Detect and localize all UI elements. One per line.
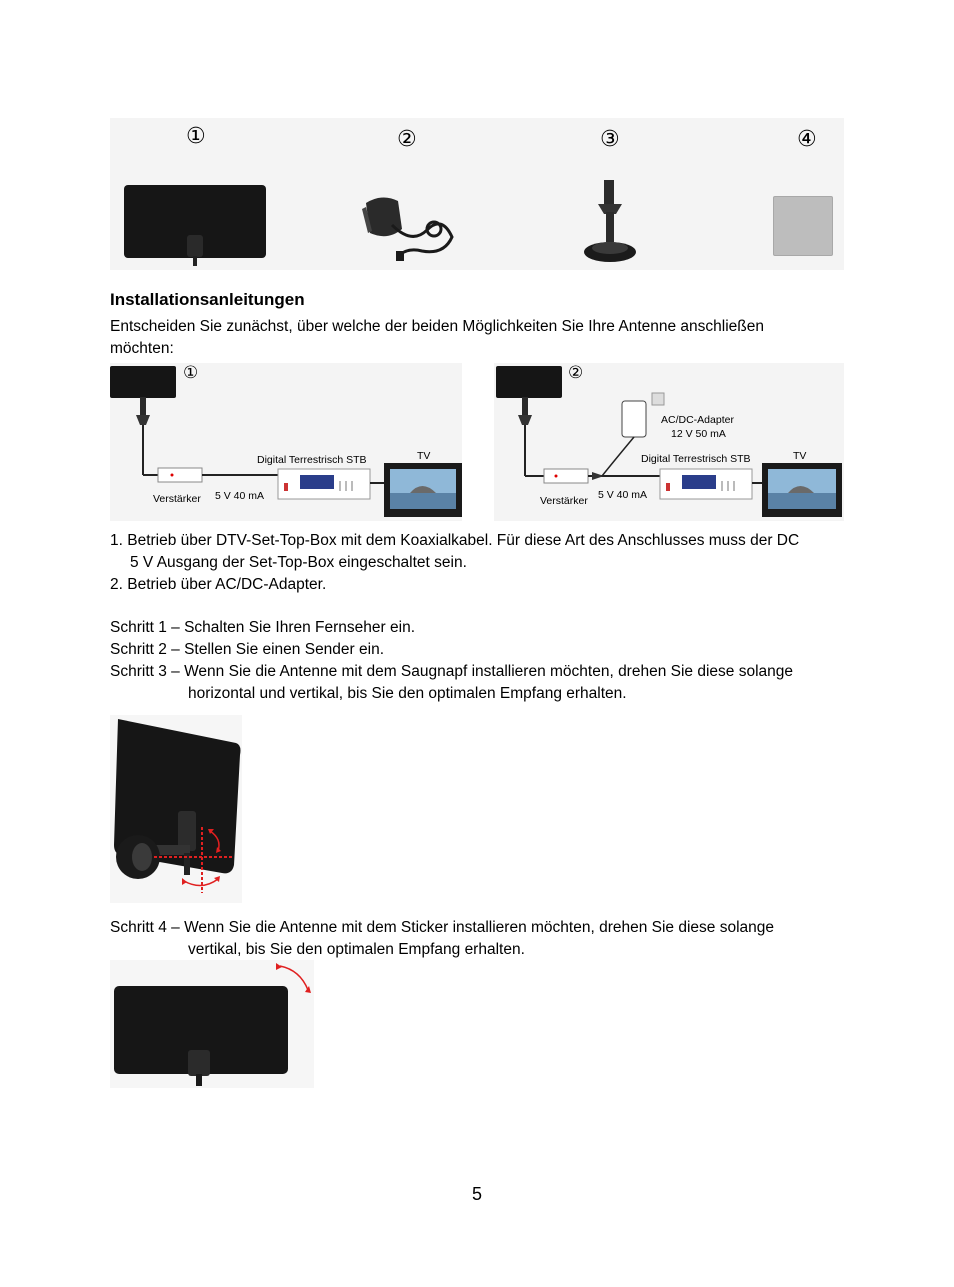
page-number: 5: [471, 1184, 482, 1204]
diagram-2-adapter-label-2: 12 V 50 mA: [671, 428, 726, 440]
power-adapter-image: [362, 197, 454, 261]
intro-line-1: Entscheiden Sie zunächst, über welche de…: [110, 318, 764, 335]
diagram-1-marker: ①: [183, 363, 199, 383]
suction-stand-image: [584, 180, 636, 262]
step-3-line-1: Schritt 3 – Wenn Sie die Antenne mit dem…: [110, 663, 793, 680]
step-4-line-2: vertikal, bis Sie den optimalen Empfang …: [188, 941, 525, 958]
diagram-1-wiring: [110, 366, 462, 517]
step-1: Schritt 1 – Schalten Sie Ihren Fernseher…: [110, 619, 415, 636]
marker-1: ①: [186, 124, 206, 149]
antenna-amplifier-nub: [187, 235, 203, 257]
diagram-2-wiring: [496, 366, 842, 517]
diagram-2-marker: ②: [568, 363, 584, 383]
diagram-2-amp-label: Verstärker: [540, 495, 588, 507]
list-item-2: 2. Betrieb über AC/DC-Adapter.: [110, 576, 327, 593]
marker-2: ②: [397, 127, 417, 152]
step-3-line-2: horizontal und vertikal, bis Sie den opt…: [188, 685, 627, 702]
list-item-1-line-2: 5 V Ausgang der Set-Top-Box eingeschalte…: [130, 554, 467, 571]
diagram-2-tv-label: TV: [793, 450, 807, 462]
intro-line-2: möchten:: [110, 340, 174, 357]
sticker-install-image: [114, 963, 311, 1086]
list-item-1-line-1: 1. Betrieb über DTV-Set-Top-Box mit dem …: [110, 532, 800, 549]
step-4-line-1: Schritt 4 – Wenn Sie die Antenne mit dem…: [110, 919, 775, 936]
diagram-2-power-label: 5 V 40 mA: [598, 489, 648, 501]
marker-3: ③: [600, 127, 620, 152]
step-2: Schritt 2 – Stellen Sie einen Sender ein…: [110, 641, 385, 658]
suction-install-image: [114, 719, 241, 893]
diagram-2-adapter-label-1: AC/DC-Adapter: [661, 414, 734, 426]
diagram-1-amp-label: Verstärker: [153, 493, 201, 505]
diagram-1-stb-label: Digital Terrestrisch STB: [257, 454, 367, 466]
diagram-1-power-label: 5 V 40 mA: [215, 490, 265, 502]
marker-4: ④: [797, 127, 817, 152]
diagram-2-stb-label: Digital Terrestrisch STB: [641, 453, 751, 465]
diagram-1-tv-label: TV: [417, 450, 431, 462]
section-heading: Installationsanleitungen: [110, 290, 305, 309]
sticker-image: [773, 196, 833, 256]
antenna-cable: [193, 256, 197, 266]
